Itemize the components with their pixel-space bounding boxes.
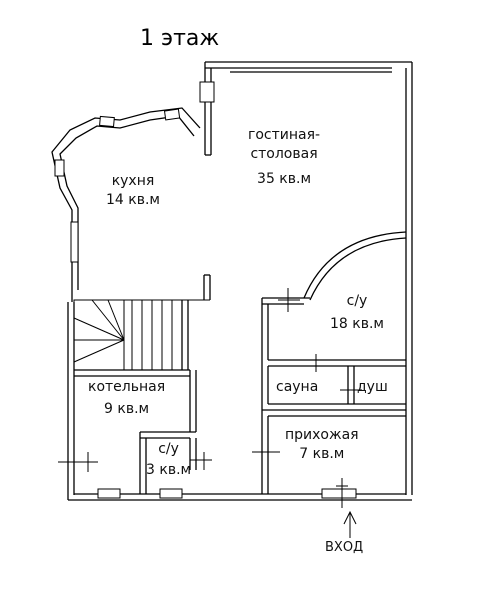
bathroom-big-label: с/у 18 кв.м <box>330 293 384 332</box>
boiler-room-walls <box>58 369 212 494</box>
living-room-label: гостиная- столовая 35 кв.м <box>248 127 321 187</box>
bathroom-block-walls <box>261 231 407 411</box>
outer-walls <box>51 61 413 501</box>
hall-label: прихожая 7 кв.м <box>285 427 359 462</box>
boiler-room-label: котельная 9 кв.м <box>88 379 166 417</box>
floor-title: 1 этаж <box>140 26 220 51</box>
shower-label: душ <box>357 379 388 395</box>
entrance-arrow <box>336 478 357 538</box>
kitchen-label: кухня 14 кв.м <box>106 173 160 208</box>
entrance-label: вход <box>325 540 364 555</box>
sauna-label: сауна <box>276 379 319 395</box>
hall-walls <box>252 410 406 494</box>
staircase <box>73 274 211 371</box>
bathroom-small-label: с/у 3 кв.м <box>146 441 192 478</box>
